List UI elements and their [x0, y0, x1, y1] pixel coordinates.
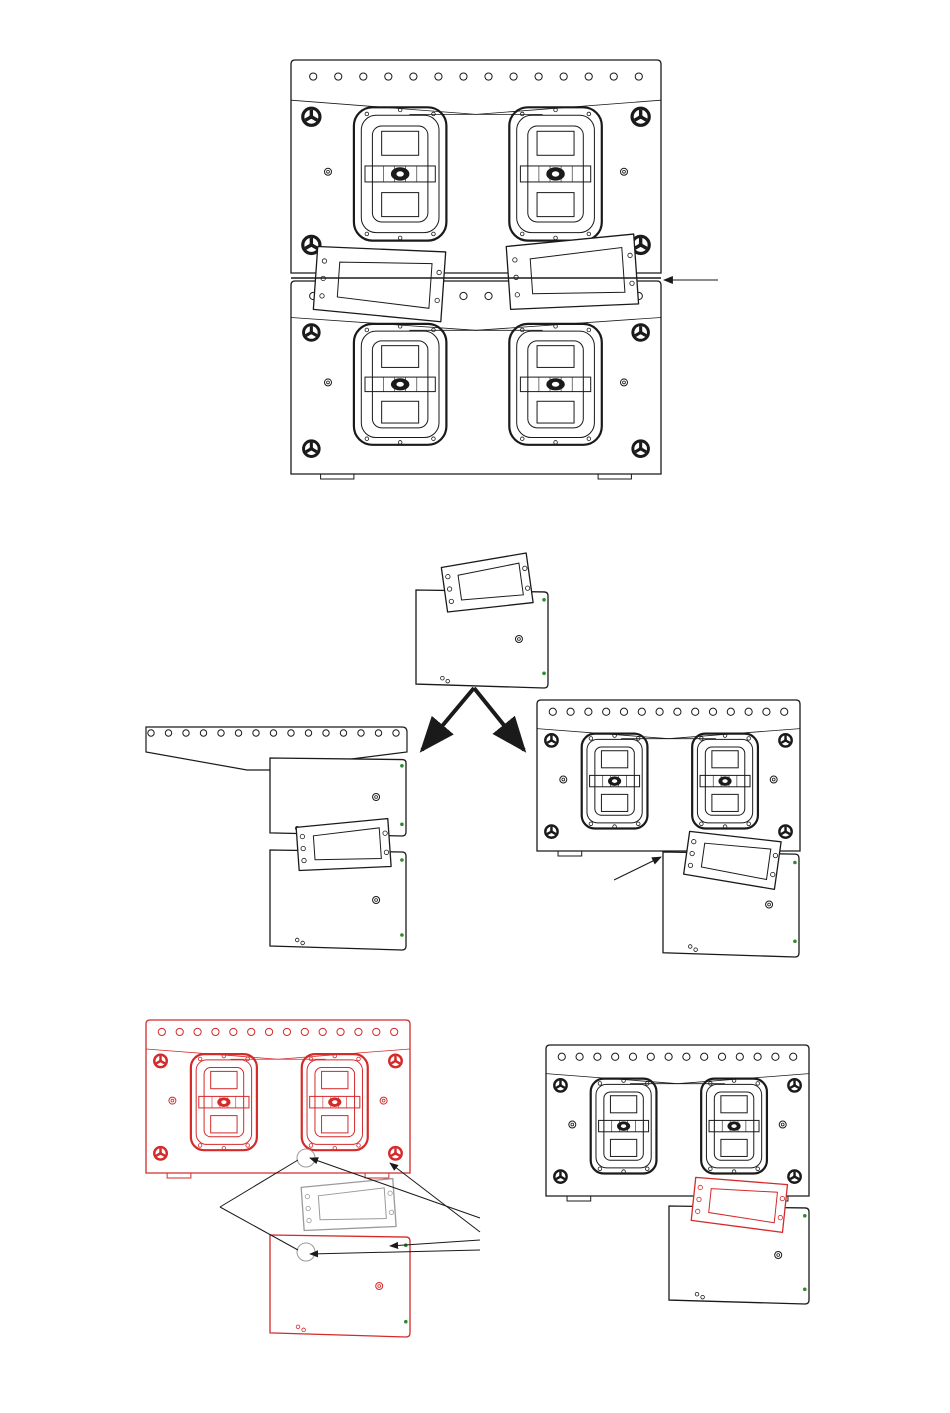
caster-wheel-icon [303, 440, 321, 458]
caster-wheel-icon [302, 107, 321, 126]
caster-wheel-icon [788, 1170, 802, 1184]
side-panel-red [270, 1235, 410, 1337]
pin-arrow [390, 1163, 480, 1232]
pointer-arrow-right [614, 857, 661, 880]
caster-wheel-icon [389, 1146, 403, 1160]
caster-wheel-icon [631, 107, 650, 126]
figure-bracket-options [146, 553, 800, 957]
link-bracket-left [313, 243, 446, 322]
status-dot [803, 1214, 807, 1218]
status-dot [400, 858, 404, 862]
status-dot [400, 823, 404, 827]
cabinet-front [546, 1045, 809, 1201]
option-left [146, 727, 407, 950]
status-dot [400, 764, 404, 768]
down-right-arrow-icon [474, 688, 524, 750]
cabinet-front [146, 1020, 410, 1178]
caster-wheel-icon [303, 324, 321, 342]
figure-pin-detail [146, 1020, 809, 1337]
status-dot [542, 598, 546, 602]
status-dot [793, 939, 797, 943]
status-dot [404, 1320, 408, 1324]
caster-wheel-icon [632, 440, 650, 458]
caster-wheel-icon [632, 324, 650, 342]
bracket-ghost [301, 1179, 396, 1233]
caster-wheel-icon [154, 1146, 168, 1160]
option-right [537, 700, 800, 957]
caster-wheel-icon [154, 1054, 168, 1068]
caster-wheel-icon [554, 1170, 568, 1184]
bracket-left-option [296, 819, 391, 873]
caster-wheel-icon [545, 825, 559, 839]
status-dot [542, 672, 546, 676]
caster-wheel-icon [389, 1054, 403, 1068]
status-dot [793, 861, 797, 865]
cabinet-front [537, 700, 800, 856]
caster-wheel-icon [554, 1079, 568, 1093]
status-dot [400, 933, 404, 937]
callout-line [220, 1207, 298, 1250]
down-left-arrow-icon [422, 688, 474, 750]
caster-wheel-icon [545, 734, 559, 748]
figure-stacked-cabinets [291, 60, 718, 479]
caster-wheel-icon [788, 1079, 802, 1093]
status-dot [803, 1288, 807, 1292]
caster-wheel-icon [779, 734, 793, 748]
caster-wheel-icon [779, 825, 793, 839]
link-bracket-right [506, 234, 639, 313]
